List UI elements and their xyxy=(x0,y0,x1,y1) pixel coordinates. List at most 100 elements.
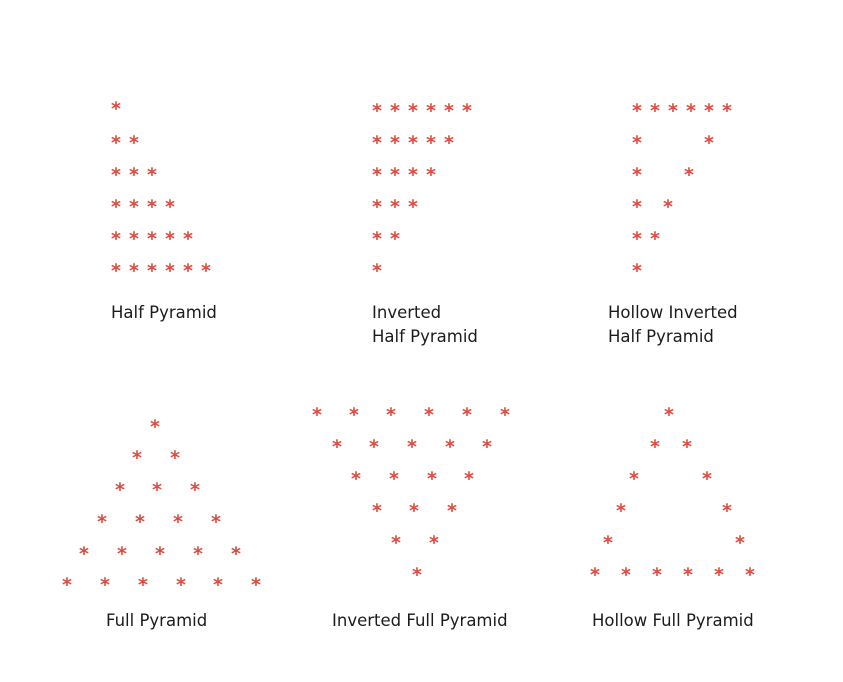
star-symbol: * xyxy=(632,132,642,154)
star-symbol: * xyxy=(390,164,400,186)
star-symbol: * xyxy=(372,500,382,522)
star-symbol: * xyxy=(351,468,361,490)
star-symbol: * xyxy=(408,100,418,122)
star-symbol: * xyxy=(390,132,400,154)
star-symbol: * xyxy=(462,100,472,122)
star-symbol: * xyxy=(173,511,183,533)
star-symbol: * xyxy=(386,404,396,426)
star-symbol: * xyxy=(372,132,382,154)
star-symbol: * xyxy=(444,100,454,122)
full-pyramid-caption: Full Pyramid xyxy=(106,611,208,630)
star-symbol: * xyxy=(129,164,139,186)
star-symbol: * xyxy=(170,447,180,469)
star-symbol: * xyxy=(745,564,755,586)
star-symbol: * xyxy=(211,511,221,533)
star-symbol: * xyxy=(100,574,110,596)
star-symbol: * xyxy=(424,404,434,426)
star-symbol: * xyxy=(129,132,139,154)
hollow-full-pyramid-caption: Hollow Full Pyramid xyxy=(592,611,754,630)
star-symbol: * xyxy=(390,196,400,218)
star-symbol: * xyxy=(372,164,382,186)
star-symbol: * xyxy=(183,228,193,250)
star-symbol: * xyxy=(152,479,162,501)
star-symbol: * xyxy=(426,132,436,154)
star-symbol: * xyxy=(62,574,72,596)
star-symbol: * xyxy=(407,436,417,458)
star-symbol: * xyxy=(590,564,600,586)
star-symbol: * xyxy=(111,132,121,154)
star-symbol: * xyxy=(650,100,660,122)
star-symbol: * xyxy=(482,436,492,458)
star-symbol: * xyxy=(704,100,714,122)
star-symbol: * xyxy=(664,404,674,426)
star-symbol: * xyxy=(389,468,399,490)
star-symbol: * xyxy=(111,164,121,186)
star-symbol: * xyxy=(616,500,626,522)
star-symbol: * xyxy=(193,543,203,565)
star-symbol: * xyxy=(445,436,455,458)
hollow-inverted-half-pyramid-caption: Hollow Inverted Half Pyramid xyxy=(608,303,738,346)
star-symbol: * xyxy=(155,543,165,565)
star-symbol: * xyxy=(372,228,382,250)
star-symbol: * xyxy=(147,196,157,218)
star-symbol: * xyxy=(349,404,359,426)
star-symbol: * xyxy=(369,436,379,458)
star-symbol: * xyxy=(683,564,693,586)
star-symbol: * xyxy=(391,532,401,554)
star-symbol: * xyxy=(312,404,322,426)
star-symbol: * xyxy=(408,132,418,154)
star-symbol: * xyxy=(129,260,139,282)
star-symbol: * xyxy=(147,164,157,186)
star-symbol: * xyxy=(150,416,160,438)
star-symbol: * xyxy=(621,564,631,586)
star-symbol: * xyxy=(372,260,382,282)
star-symbol: * xyxy=(500,404,510,426)
star-symbol: * xyxy=(682,436,692,458)
star-symbol: * xyxy=(444,132,454,154)
star-symbol: * xyxy=(147,228,157,250)
star-symbol: * xyxy=(684,164,694,186)
star-symbol: * xyxy=(668,100,678,122)
star-symbol: * xyxy=(429,532,439,554)
star-symbol: * xyxy=(632,228,642,250)
star-symbol: * xyxy=(201,260,211,282)
star-symbol: * xyxy=(408,164,418,186)
star-symbol: * xyxy=(390,228,400,250)
star-symbol: * xyxy=(735,532,745,554)
star-symbol: * xyxy=(629,468,639,490)
star-symbol: * xyxy=(632,260,642,282)
star-symbol: * xyxy=(129,228,139,250)
star-symbol: * xyxy=(176,574,186,596)
star-symbol: * xyxy=(183,260,193,282)
star-symbol: * xyxy=(409,500,419,522)
star-symbol: * xyxy=(650,228,660,250)
star-symbol: * xyxy=(412,564,422,586)
star-symbol: * xyxy=(111,196,121,218)
star-symbol: * xyxy=(111,98,121,120)
star-symbol: * xyxy=(111,260,121,282)
star-symbol: * xyxy=(190,479,200,501)
star-symbol: * xyxy=(714,564,724,586)
inverted-full-pyramid-caption: Inverted Full Pyramid xyxy=(332,611,508,630)
star-symbol: * xyxy=(663,196,673,218)
star-symbol: * xyxy=(372,100,382,122)
half-pyramid-caption: Half Pyramid xyxy=(111,303,217,322)
star-symbol: * xyxy=(632,196,642,218)
star-symbol: * xyxy=(603,532,613,554)
star-symbol: * xyxy=(138,574,148,596)
star-symbol: * xyxy=(650,436,660,458)
star-symbol: * xyxy=(115,479,125,501)
star-symbol: * xyxy=(79,543,89,565)
star-symbol: * xyxy=(372,196,382,218)
star-symbol: * xyxy=(251,574,261,596)
star-symbol: * xyxy=(390,100,400,122)
star-symbol: * xyxy=(165,196,175,218)
star-symbol: * xyxy=(702,468,712,490)
star-symbol: * xyxy=(632,100,642,122)
star-symbol: * xyxy=(632,164,642,186)
star-symbol: * xyxy=(135,511,145,533)
star-symbol: * xyxy=(722,500,732,522)
star-symbol: * xyxy=(427,468,437,490)
star-symbol: * xyxy=(165,228,175,250)
